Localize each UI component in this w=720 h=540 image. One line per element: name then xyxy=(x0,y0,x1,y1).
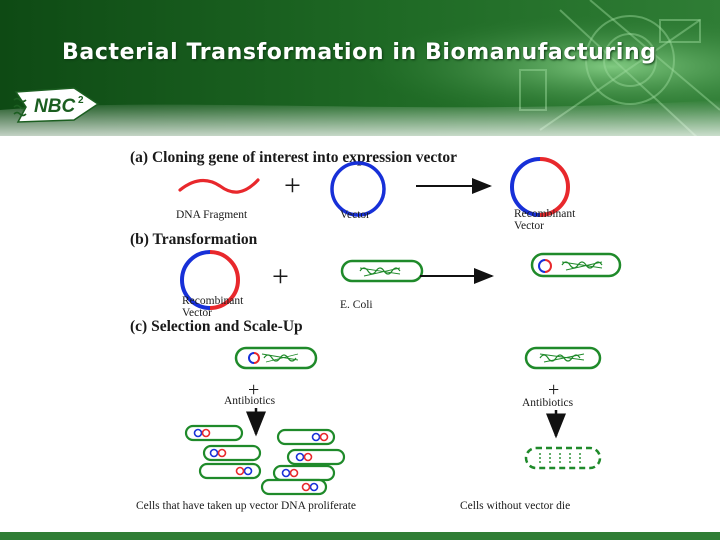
recombinant-insert-arc xyxy=(209,250,240,310)
vector-plasmid-icon xyxy=(330,161,386,217)
recombinant-insert-arc xyxy=(539,157,570,217)
transformed-cell-icon xyxy=(260,478,328,496)
transformation-diagram: (a) Cloning gene of interest into expres… xyxy=(130,149,622,512)
section-c-heading: (c) Selection and Scale-Up xyxy=(130,318,303,335)
transformed-cell-icon xyxy=(234,346,318,370)
section-b: (b) Transformation Recombinant Vector + … xyxy=(130,231,622,319)
recombinant-label-line1: Recombinant xyxy=(514,208,576,220)
dying-cell-icon xyxy=(524,446,602,470)
svg-text:NBC: NBC xyxy=(34,96,75,117)
recombinant-vector-arc xyxy=(180,250,211,310)
ecoli-label: E. Coli xyxy=(340,299,373,311)
antibiotics-label-left: Antibiotics xyxy=(224,395,276,407)
section-b-heading: (b) Transformation xyxy=(130,231,258,248)
transformed-cell-icon xyxy=(198,462,262,480)
untransformed-cell-icon xyxy=(524,346,602,370)
antibiotics-label-right: Antibiotics xyxy=(522,397,574,409)
transformed-cell-icon xyxy=(286,448,346,466)
transformed-cell-icon xyxy=(272,464,336,482)
caption-right: Cells without vector die xyxy=(460,500,570,512)
header-background xyxy=(0,0,720,148)
plus-icon: + xyxy=(272,260,289,293)
slide-title: Bacterial Transformation in Biomanufactu… xyxy=(62,40,657,65)
proliferating-cells-group xyxy=(184,424,346,496)
nbc2-logo: NBC 2 xyxy=(13,87,100,123)
footer-bar xyxy=(0,532,720,540)
dna-fragment-label: DNA Fragment xyxy=(176,209,248,221)
recombinant-vector-arc xyxy=(510,157,541,217)
section-c: (c) Selection and Scale-Up + Antibiotics xyxy=(130,318,602,512)
plus-icon: + xyxy=(548,379,559,401)
transformed-cell-icon xyxy=(184,424,244,442)
caption-left: Cells that have taken up vector DNA prol… xyxy=(136,500,356,512)
recombinant-label-line1: Recombinant xyxy=(182,295,244,307)
transformed-cell-icon xyxy=(530,252,622,278)
plus-icon: + xyxy=(248,379,259,401)
recombinant-label-line2: Vector xyxy=(514,220,544,232)
ecoli-cell-icon xyxy=(340,259,424,283)
dna-fragment-icon xyxy=(178,178,260,194)
header-banner xyxy=(0,0,720,148)
transformed-cell-icon xyxy=(276,428,336,446)
vector-label: Vector xyxy=(340,209,370,221)
svg-text:2: 2 xyxy=(78,95,84,106)
plus-icon: + xyxy=(284,169,301,202)
transformed-cell-icon xyxy=(202,444,262,462)
section-a: (a) Cloning gene of interest into expres… xyxy=(130,149,576,232)
section-a-heading: (a) Cloning gene of interest into expres… xyxy=(130,149,457,166)
recombinant-label-line2: Vector xyxy=(182,307,212,319)
